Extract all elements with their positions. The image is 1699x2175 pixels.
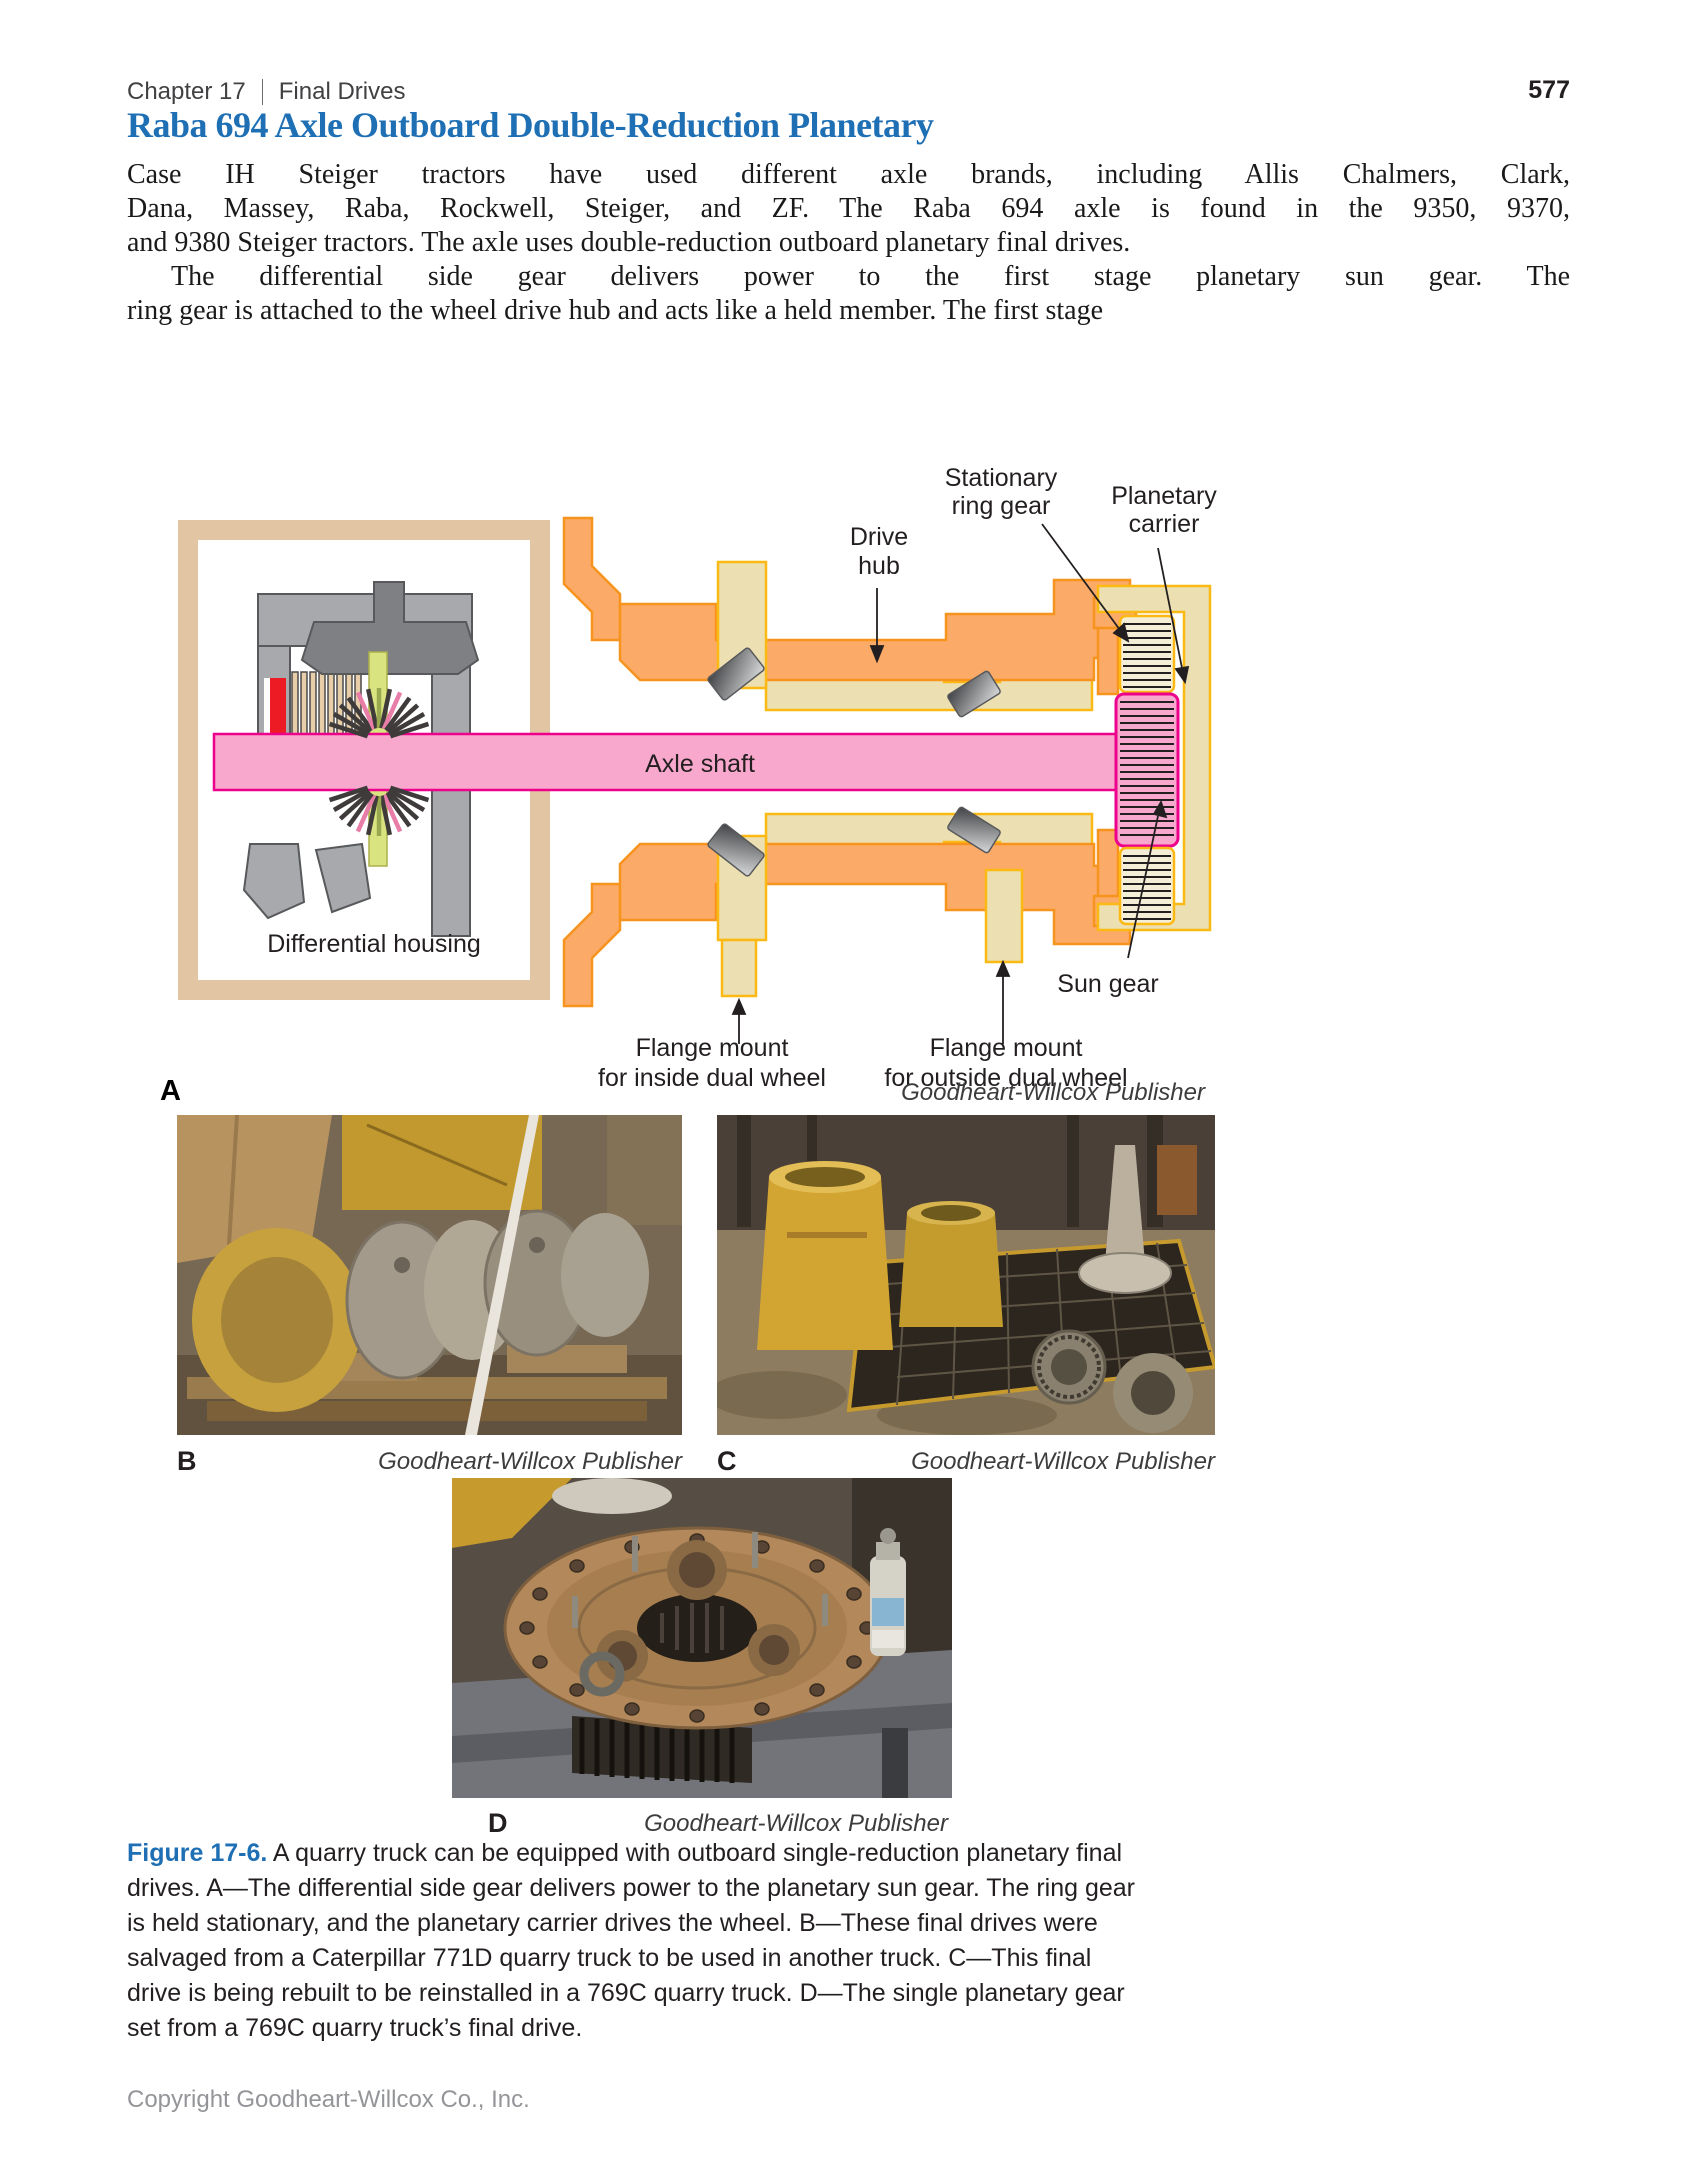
axle-shaft (212, 732, 1124, 792)
chapter-label: Chapter 17 (127, 78, 246, 105)
paragraph-line: Case IH Steiger tractors have used diffe… (127, 159, 1570, 190)
axle-cross-section-diagram: Drive hub Stationary ring gear Planetary… (160, 464, 1217, 1107)
section-label: Final Drives (278, 78, 406, 105)
paragraph-line: ring gear is attached to the wheel drive… (127, 295, 1104, 326)
svg-text:for inside dual wheel: for inside dual wheel (598, 1064, 826, 1092)
caption-line: salvaged from a Caterpillar 771D quarry … (127, 1944, 1092, 1972)
photo-c-attribution: Goodheart-Willcox Publisher (911, 1448, 1215, 1475)
panel-d-label: D (488, 1808, 508, 1838)
bearing-icon (707, 647, 1001, 877)
panel-a-label: A (160, 1075, 181, 1107)
label-axle-shaft: Axle shaft (645, 750, 755, 778)
sun-gear (1114, 692, 1180, 848)
planet-gear-top (1118, 614, 1176, 694)
label-drive-hub: Drive (850, 523, 908, 551)
label-planetary-carrier: Planetary (1111, 482, 1217, 510)
page-number: 577 (1528, 76, 1570, 104)
article-title: Raba 694 Axle Outboard Double-Reduction … (127, 105, 934, 145)
photo-d-art (452, 1478, 952, 1798)
label-flange-inside: Flange mount (636, 1034, 789, 1062)
paragraph-line: Dana, Massey, Raba, Rockwell, Steiger, a… (127, 193, 1570, 224)
figure-caption: Figure 17-6. A quarry truck can be equip… (127, 1836, 1277, 2046)
photo-b-attribution: Goodheart-Willcox Publisher (378, 1448, 682, 1475)
diagram-attribution: Goodheart-Willcox Publisher (901, 1079, 1206, 1106)
svg-text:ring gear: ring gear (952, 492, 1051, 520)
caption-line: Figure 17-6. A quarry truck can be equip… (127, 1839, 1123, 1867)
caption-line: is held stationary, and the planetary ca… (127, 1909, 1098, 1937)
label-stationary-ring-gear: Stationary (945, 464, 1058, 492)
clutch-backing (264, 678, 270, 738)
differential-pinion (300, 581, 480, 675)
bevel-gear-fan-bottom (328, 785, 430, 836)
clutch-red-plate (270, 678, 286, 738)
wheel-hub-ring-gear-bracket (1096, 584, 1212, 932)
flange-stub-outside (984, 868, 1024, 964)
photo-b-image (177, 1115, 682, 1435)
svg-text:for outside dual wheel: for outside dual wheel (884, 1064, 1127, 1092)
paragraph-line: and 9380 Steiger tractors. The axle uses… (127, 227, 1131, 258)
panel-c-label: C (717, 1446, 737, 1476)
photo-d-image (452, 1478, 952, 1798)
body-text: Case IH Steiger tractors have used diffe… (127, 158, 1570, 328)
label-flange-outside: Flange mount (930, 1034, 1083, 1062)
caption-line: drives. A—The differential side gear del… (127, 1874, 1135, 1902)
photo-c-art (717, 1115, 1215, 1435)
header-divider (261, 79, 263, 105)
caption-line: set from a 769C quarry truck’s final dri… (127, 2014, 583, 2042)
callout-arrows (731, 523, 1190, 1044)
planet-gear-bottom (1118, 846, 1176, 926)
page-header: Chapter 17 Final Drives (127, 78, 405, 106)
panel-b-label: B (177, 1446, 197, 1476)
label-sun-gear: Sun gear (1057, 970, 1158, 998)
figure-number: Figure 17-6. (127, 1839, 268, 1867)
caption-line: drive is being rebuilt to be reinstalled… (127, 1979, 1125, 2007)
paragraph-line: The differential side gear delivers powe… (171, 261, 1570, 292)
svg-text:carrier: carrier (1129, 510, 1200, 538)
photo-b-art (177, 1115, 682, 1435)
bevel-gear-fan-top (328, 688, 430, 739)
flange-stub-inside (720, 938, 758, 998)
copyright-notice: Copyright Goodheart-Willcox Co., Inc. (127, 2086, 530, 2113)
photo-c-image (717, 1115, 1215, 1435)
svg-text:hub: hub (858, 552, 900, 580)
photo-d-attribution: Goodheart-Willcox Publisher (644, 1810, 948, 1837)
label-differential-housing: Differential housing (267, 930, 481, 958)
